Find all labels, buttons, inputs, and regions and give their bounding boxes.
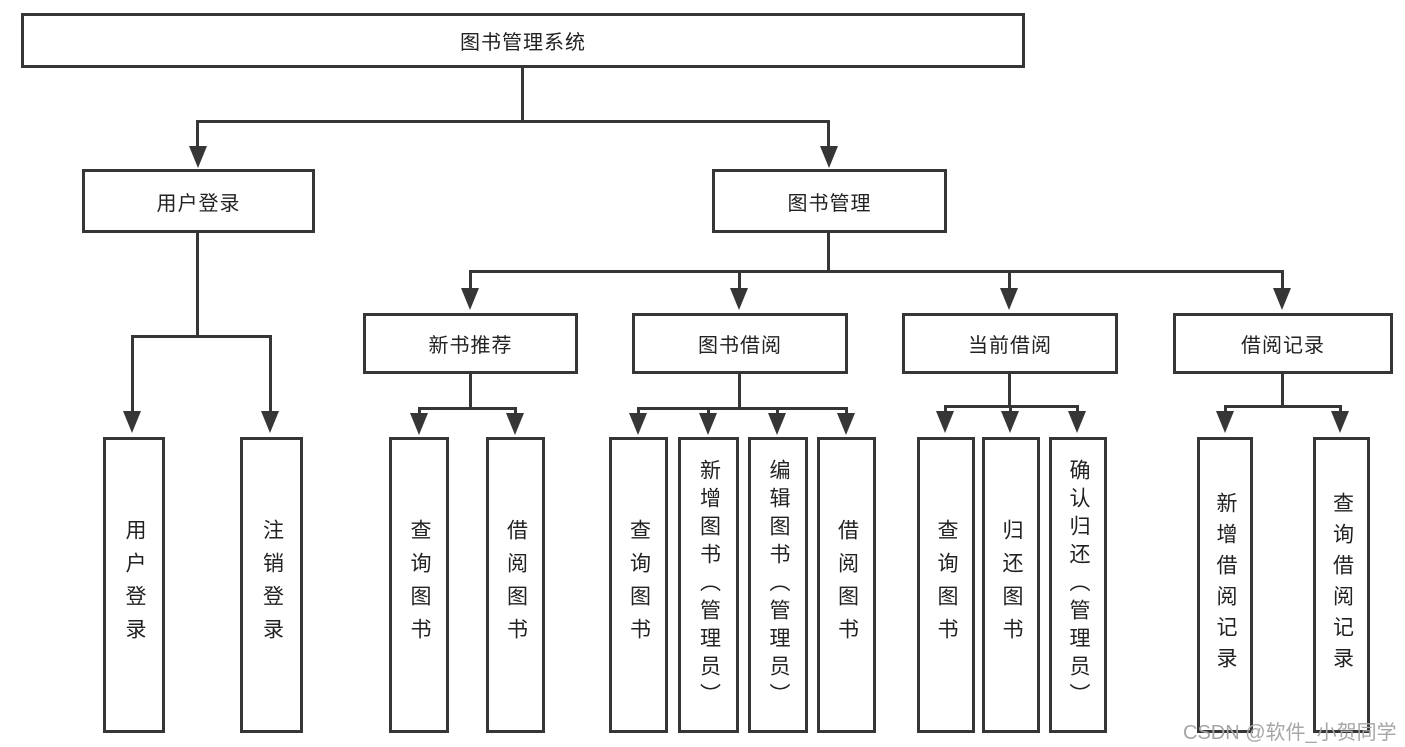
arrow-down-icon: [1000, 288, 1018, 310]
leaf-borrow-book-2: 借阅图书: [817, 437, 876, 733]
connector-line: [827, 120, 830, 148]
leaf-add-borrow-record: 新增借阅记录: [1197, 437, 1253, 733]
connector-line: [196, 120, 830, 123]
node-book-management: 图书管理: [712, 169, 947, 233]
arrow-down-icon: [629, 413, 647, 435]
connector-line: [469, 270, 472, 290]
arrow-down-icon: [699, 413, 717, 435]
leaf-confirm-return-admin: 确认归还（管理员）: [1049, 437, 1107, 733]
arrow-down-icon: [837, 413, 855, 435]
connector-line: [944, 405, 947, 413]
connector-line: [418, 407, 421, 415]
leaf-borrow-book-1: 借阅图书: [486, 437, 545, 733]
leaf-return-book: 归还图书: [982, 437, 1040, 733]
node-new-book-recommend: 新书推荐: [363, 313, 578, 374]
leaf-logout: 注销登录: [240, 437, 303, 733]
connector-line: [845, 407, 848, 415]
connector-line: [469, 270, 1283, 273]
arrow-down-icon: [1001, 411, 1019, 433]
arrow-down-icon: [461, 288, 479, 310]
connector-line: [469, 374, 472, 407]
connector-line: [1076, 405, 1079, 413]
connector-line: [738, 270, 741, 290]
arrow-down-icon: [123, 411, 141, 433]
arrow-down-icon: [410, 413, 428, 435]
connector-line: [196, 232, 199, 335]
arrow-down-icon: [820, 146, 838, 168]
node-borrow-records: 借阅记录: [1173, 313, 1393, 374]
connector-line: [1224, 405, 1227, 413]
connector-line: [637, 407, 640, 415]
connector-line: [776, 407, 779, 415]
connector-line: [196, 120, 199, 148]
arrow-down-icon: [189, 146, 207, 168]
node-book-borrow: 图书借阅: [632, 313, 848, 374]
csdn-watermark: CSDN @软件_小贺同学: [1183, 722, 1397, 744]
arrow-down-icon: [1216, 411, 1234, 433]
connector-line: [1281, 270, 1284, 290]
connector-line: [521, 68, 524, 120]
connector-line: [1009, 405, 1012, 413]
arrow-down-icon: [730, 288, 748, 310]
connector-line: [418, 407, 517, 410]
connector-line: [738, 374, 741, 407]
connector-line: [637, 407, 847, 410]
leaf-query-book-1: 查询图书: [389, 437, 449, 733]
node-current-borrow: 当前借阅: [902, 313, 1118, 374]
leaf-query-book-2: 查询图书: [609, 437, 668, 733]
connector-line: [827, 232, 830, 270]
arrow-down-icon: [1331, 411, 1349, 433]
arrow-down-icon: [936, 411, 954, 433]
connector-line: [1008, 270, 1011, 290]
node-root: 图书管理系统: [21, 13, 1025, 68]
connector-line: [1281, 374, 1284, 405]
connector-line: [1008, 374, 1011, 405]
node-user-login: 用户登录: [82, 169, 315, 233]
connector-line: [131, 335, 134, 413]
connector-line: [131, 335, 272, 338]
arrow-down-icon: [506, 413, 524, 435]
leaf-user-login: 用户登录: [103, 437, 165, 733]
arrow-down-icon: [768, 413, 786, 435]
arrow-down-icon: [261, 411, 279, 433]
connector-line: [707, 407, 710, 415]
connector-line: [514, 407, 517, 415]
leaf-add-book-admin: 新增图书（管理员）: [678, 437, 739, 733]
connector-line: [269, 335, 272, 413]
leaf-query-borrow-record: 查询借阅记录: [1313, 437, 1370, 733]
leaf-query-book-3: 查询图书: [917, 437, 975, 733]
arrow-down-icon: [1273, 288, 1291, 310]
connector-line: [1339, 405, 1342, 413]
leaf-edit-book-admin: 编辑图书（管理员）: [748, 437, 808, 733]
arrow-down-icon: [1068, 411, 1086, 433]
connector-line: [1224, 405, 1342, 408]
